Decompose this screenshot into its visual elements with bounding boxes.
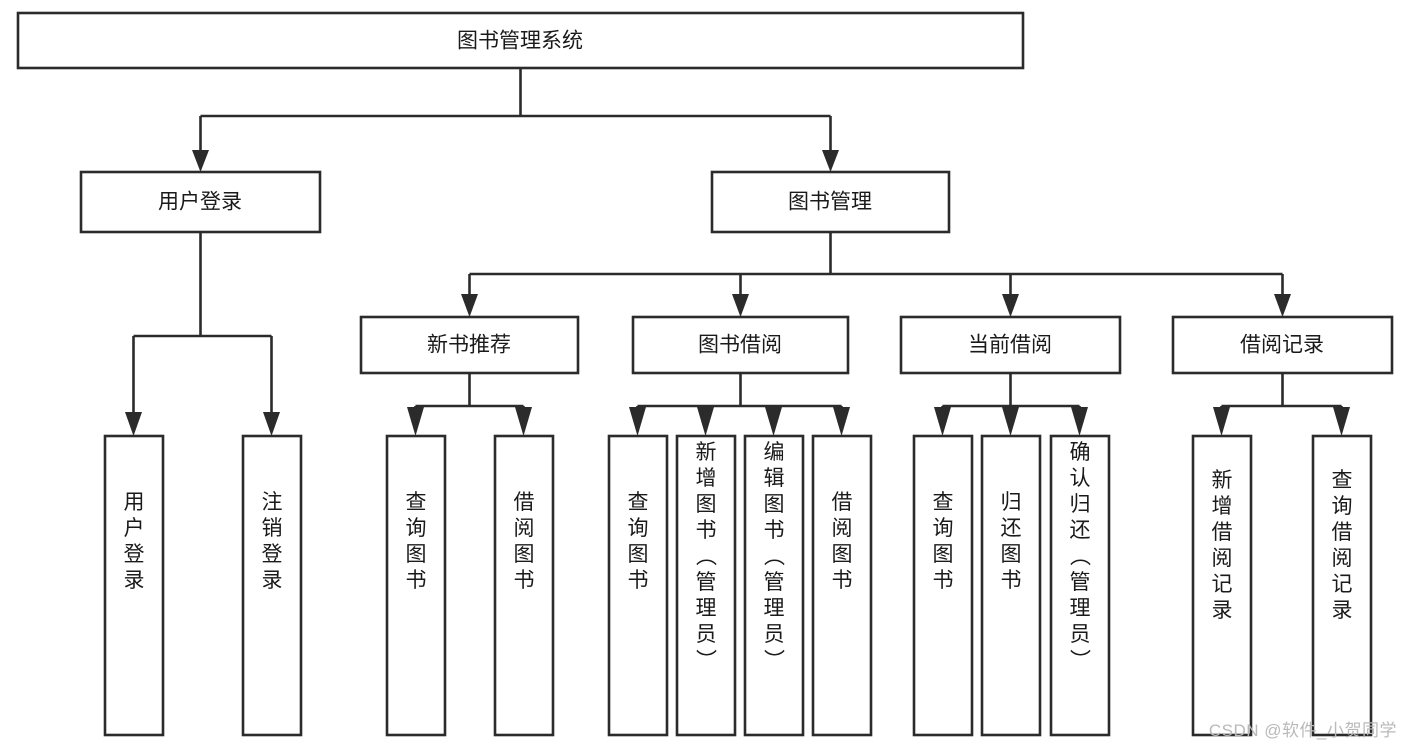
arrow-head-icon bbox=[515, 407, 532, 436]
node-leaf-query-book-3-label: 查询图书 bbox=[933, 491, 954, 592]
node-leaf-borrow-book-1[interactable]: 借阅图书 bbox=[493, 434, 555, 737]
node-new-book-rec[interactable]: 新书推荐 bbox=[359, 315, 580, 375]
arrow-head-icon bbox=[765, 407, 782, 436]
node-leaf-borrow-book-1-box[interactable] bbox=[493, 434, 555, 737]
node-leaf-add-record-label: 新增借阅记录 bbox=[1212, 469, 1233, 622]
node-leaf-return-book-label: 归还图书 bbox=[1001, 491, 1022, 592]
node-leaf-user-logout-label: 注销登录 bbox=[262, 491, 283, 592]
arrow-head-icon bbox=[1002, 407, 1019, 436]
node-leaf-query-book-2-label: 查询图书 bbox=[628, 491, 649, 592]
node-leaf-add-book[interactable]: 新增图书（管理员） bbox=[675, 434, 737, 737]
node-book-borrow-label: 图书借阅 bbox=[698, 334, 782, 357]
node-user-login[interactable]: 用户登录 bbox=[79, 170, 322, 234]
node-root-box[interactable] bbox=[16, 11, 1025, 70]
arrow-head-icon bbox=[1274, 294, 1291, 317]
node-borrow-record[interactable]: 借阅记录 bbox=[1171, 315, 1394, 375]
node-leaf-user-login-label: 用户登录 bbox=[124, 491, 145, 592]
node-leaf-query-book-1-box[interactable] bbox=[385, 434, 447, 737]
arrow-head-icon bbox=[934, 407, 951, 436]
arrow-head-icon bbox=[629, 407, 646, 436]
arrow-head-icon bbox=[125, 412, 142, 436]
node-leaf-query-book-3[interactable]: 查询图书 bbox=[912, 434, 974, 737]
arrow-head-icon bbox=[407, 407, 424, 436]
node-book-manage-label: 图书管理 bbox=[788, 191, 872, 214]
node-leaf-user-logout-box[interactable] bbox=[241, 434, 303, 737]
node-current-borrow-label: 当前借阅 bbox=[968, 334, 1052, 357]
node-leaf-user-login[interactable]: 用户登录 bbox=[103, 434, 165, 737]
arrow-head-icon bbox=[732, 294, 749, 317]
node-user-login-box[interactable] bbox=[79, 170, 322, 234]
node-leaf-query-book-1[interactable]: 查询图书 bbox=[385, 434, 447, 737]
node-leaf-add-record[interactable]: 新增借阅记录 bbox=[1191, 434, 1253, 737]
arrow-head-icon bbox=[697, 407, 714, 436]
arrow-head-icon bbox=[192, 150, 209, 172]
node-root-label: 图书管理系统 bbox=[457, 30, 583, 53]
node-leaf-add-book-label: 新增图书（管理员） bbox=[696, 441, 718, 672]
node-borrow-record-label: 借阅记录 bbox=[1240, 334, 1324, 357]
node-book-manage-box[interactable] bbox=[710, 170, 951, 234]
node-leaf-query-record-box[interactable] bbox=[1311, 434, 1373, 737]
arrow-head-icon bbox=[833, 407, 850, 436]
node-leaf-borrow-book-2-label: 借阅图书 bbox=[832, 491, 853, 592]
node-leaf-return-book-box[interactable] bbox=[980, 434, 1042, 737]
node-leaf-query-record[interactable]: 查询借阅记录 bbox=[1311, 434, 1373, 737]
node-current-borrow[interactable]: 当前借阅 bbox=[899, 315, 1122, 375]
node-leaf-borrow-book-2[interactable]: 借阅图书 bbox=[811, 434, 873, 737]
node-leaf-query-record-label: 查询借阅记录 bbox=[1332, 469, 1353, 622]
node-root[interactable]: 图书管理系统 bbox=[16, 11, 1025, 70]
node-leaf-query-book-2-box[interactable] bbox=[607, 434, 669, 737]
node-leaf-user-login-box[interactable] bbox=[103, 434, 165, 737]
node-leaf-user-logout[interactable]: 注销登录 bbox=[241, 434, 303, 737]
node-current-borrow-box[interactable] bbox=[899, 315, 1122, 375]
connectors bbox=[125, 68, 1350, 436]
arrow-head-icon bbox=[1071, 407, 1088, 436]
node-borrow-record-box[interactable] bbox=[1171, 315, 1394, 375]
node-leaf-query-book-1-label: 查询图书 bbox=[406, 491, 427, 592]
node-leaf-edit-book[interactable]: 编辑图书（管理员） bbox=[743, 434, 805, 737]
node-leaf-query-book-3-box[interactable] bbox=[912, 434, 974, 737]
node-leaf-query-book-2[interactable]: 查询图书 bbox=[607, 434, 669, 737]
node-leaf-borrow-book-2-box[interactable] bbox=[811, 434, 873, 737]
arrow-head-icon bbox=[822, 150, 839, 172]
node-book-borrow-box[interactable] bbox=[631, 315, 850, 375]
node-leaf-confirm-return-label: 确认归还（管理员） bbox=[1070, 441, 1092, 672]
arrow-head-icon bbox=[1213, 407, 1230, 436]
arrow-head-icon bbox=[461, 294, 478, 317]
node-leaf-add-record-box[interactable] bbox=[1191, 434, 1253, 737]
arrow-head-icon bbox=[263, 412, 280, 436]
node-leaf-confirm-return-box[interactable] bbox=[1049, 434, 1111, 737]
arrow-head-icon bbox=[1333, 407, 1350, 436]
node-book-borrow[interactable]: 图书借阅 bbox=[631, 315, 850, 375]
node-leaf-return-book[interactable]: 归还图书 bbox=[980, 434, 1042, 737]
node-leaf-edit-book-label: 编辑图书（管理员） bbox=[764, 441, 786, 672]
node-user-login-label: 用户登录 bbox=[158, 191, 242, 214]
node-leaf-add-book-box[interactable] bbox=[675, 434, 737, 737]
node-book-manage[interactable]: 图书管理 bbox=[710, 170, 951, 234]
node-new-book-rec-box[interactable] bbox=[359, 315, 580, 375]
node-leaf-edit-book-box[interactable] bbox=[743, 434, 805, 737]
node-leaf-borrow-book-1-label: 借阅图书 bbox=[514, 491, 535, 592]
arrow-head-icon bbox=[1002, 294, 1019, 317]
node-new-book-rec-label: 新书推荐 bbox=[427, 334, 511, 357]
node-leaf-confirm-return[interactable]: 确认归还（管理员） bbox=[1049, 434, 1111, 737]
